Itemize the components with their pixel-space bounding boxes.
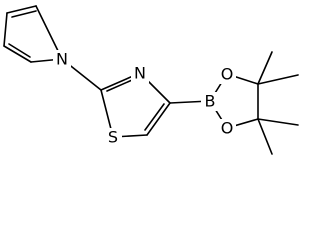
molecule-drawing: N N S B O O xyxy=(3,5,299,155)
bonds xyxy=(3,5,299,155)
atom-thiazole-n: N xyxy=(134,64,146,83)
bond-methyl-1 xyxy=(257,51,273,85)
atom-pyrrole-n: N xyxy=(56,50,68,69)
structure-diagram: N N S B O O xyxy=(3,5,299,155)
atom-ester-o-top: O xyxy=(221,65,234,84)
bond-methyl-4 xyxy=(257,118,273,155)
bond-methyl-2 xyxy=(257,74,299,85)
bond-pyrrole-4-inner xyxy=(8,43,31,58)
atom-labels: N N S B O O xyxy=(53,50,236,147)
bond-c4-c5 xyxy=(146,102,171,136)
atom-thiazole-s: S xyxy=(108,128,118,147)
atom-ester-o-bottom: O xyxy=(221,119,234,138)
bond-pyrrole-3 xyxy=(3,12,8,47)
bond-pyrrole-2-inner xyxy=(11,10,37,18)
bond-c4-c5-inner xyxy=(144,103,165,131)
atom-boron: B xyxy=(205,92,216,111)
bond-methyl-3 xyxy=(257,118,299,126)
bond-pyrrole-2 xyxy=(6,5,37,14)
bond-pyrrole-4 xyxy=(3,45,32,63)
